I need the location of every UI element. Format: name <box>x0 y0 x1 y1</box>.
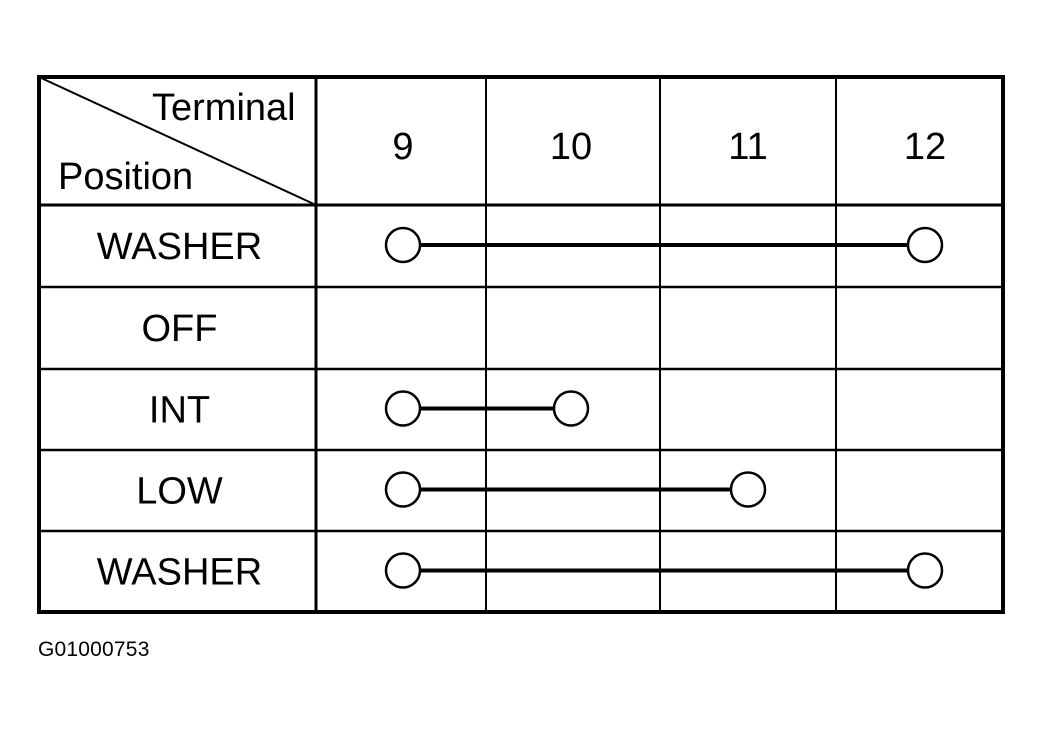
continuity-node-terminal-9 <box>384 552 422 589</box>
position-heading: Position <box>58 156 193 198</box>
continuity-node-terminal-12 <box>906 552 944 589</box>
terminal-label-9: 9 <box>392 126 413 168</box>
position-label: LOW <box>136 471 223 513</box>
terminal-label-12: 12 <box>904 126 946 168</box>
continuity-node-terminal-11 <box>729 471 767 508</box>
terminal-label-11: 11 <box>728 126 767 168</box>
position-label: WASHER <box>97 226 262 268</box>
continuity-node-terminal-10 <box>552 390 590 427</box>
position-label: INT <box>149 390 210 432</box>
terminal-labels: 9 10 11 12 <box>392 126 946 168</box>
table-grid <box>37 75 1005 614</box>
terminal-heading: Terminal <box>152 87 296 129</box>
corner-diagonal <box>38 76 317 206</box>
continuity-node-terminal-9 <box>384 471 422 508</box>
position-labels: WASHER OFF INT LOW WASHER <box>97 226 262 594</box>
connections <box>384 226 944 589</box>
position-label: OFF <box>142 308 218 350</box>
terminal-label-10: 10 <box>550 126 592 168</box>
table-border <box>37 75 1005 614</box>
continuity-node-terminal-9 <box>384 390 422 427</box>
continuity-node-terminal-12 <box>906 226 944 264</box>
position-label: WASHER <box>97 552 262 594</box>
figure-id: G01000753 <box>38 638 150 661</box>
continuity-node-terminal-9 <box>384 226 422 264</box>
